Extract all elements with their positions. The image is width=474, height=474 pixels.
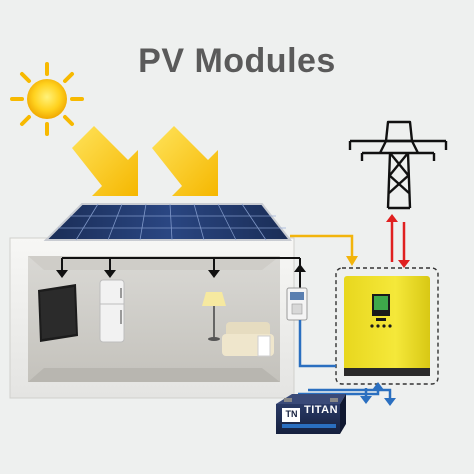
solar-flow-line	[290, 234, 358, 266]
grid-flow-arrows	[386, 214, 410, 268]
meter-icon	[286, 287, 308, 321]
lamp-icon	[202, 292, 226, 341]
grid-flow-lines	[390, 222, 406, 262]
power-tower-icon	[348, 120, 448, 210]
sofa-icon	[222, 322, 274, 357]
house-wiring	[61, 257, 301, 290]
fridge-icon	[99, 279, 125, 343]
pv-panel-icon	[43, 203, 293, 241]
dc-flow-arrows	[360, 382, 396, 406]
sunlight-arrow-icon	[72, 126, 218, 196]
battery-logo: TN	[285, 409, 298, 419]
diagram-title: PV Modules	[138, 42, 336, 80]
inverter-house-line	[298, 320, 336, 368]
battery-brand: TITAN	[304, 404, 339, 416]
tv-icon	[38, 284, 78, 342]
battery-icon	[276, 394, 346, 434]
house-wiring-arrows	[56, 264, 306, 278]
sun-icon	[10, 62, 84, 136]
inverter-icon	[335, 267, 439, 385]
